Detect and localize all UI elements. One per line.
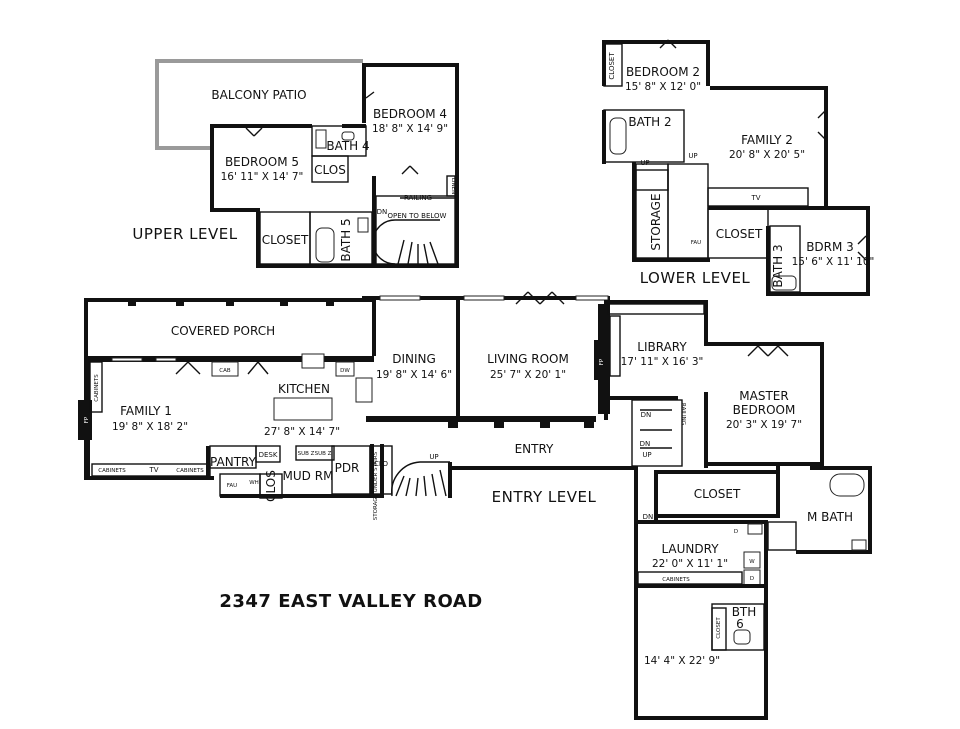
entry-level-title: ENTRY LEVEL: [492, 488, 597, 506]
dryer-label-2: D: [734, 529, 738, 535]
entry-railing-label: RAILING: [680, 403, 686, 425]
lower-fau-label: FAU: [691, 240, 701, 246]
kitchen-dimensions: 27' 8" X 14' 7": [264, 426, 340, 438]
sub-z-label-1: SUB Z: [298, 451, 315, 457]
kitchen-label: KITCHEN: [278, 382, 330, 396]
lower-level-title: LOWER LEVEL: [640, 269, 751, 287]
balcony-patio-label: BALCONY PATIO: [211, 88, 306, 102]
bath-6-number: 6: [736, 617, 744, 631]
clos-label: CLOS: [314, 163, 346, 177]
living-room-label: LIVING ROOM: [487, 352, 569, 366]
entry-label: ENTRY: [515, 442, 554, 456]
bedroom-2-label: BEDROOM 2: [626, 65, 700, 79]
entry-dn-label-2: DN: [640, 440, 651, 448]
bath-2-label: BATH 2: [628, 115, 671, 129]
family-1-dimensions: 19' 8" X 18' 2": [112, 421, 188, 433]
master-label: MASTER: [739, 389, 788, 403]
cabinets-bottom-left-label: CABINETS: [98, 468, 126, 474]
address-title: 2347 EAST VALLEY ROAD: [219, 591, 482, 612]
library-label: LIBRARY: [637, 340, 687, 354]
entry-dn-label-1: DN: [641, 411, 652, 419]
family-fp-label: FP: [84, 416, 90, 423]
family-2-label: FAMILY 2: [741, 133, 793, 147]
bath-5-label: BATH 5: [339, 218, 353, 261]
bedroom-label: BEDROOM: [733, 403, 796, 417]
open-to-below-label: OPEN TO BELOW: [388, 212, 447, 220]
storage-under-stairs-label: STORAGE UNDER STAIRS: [373, 451, 379, 520]
wh-label: WH: [249, 480, 259, 486]
upper-level-plan: [155, 59, 459, 268]
upper-closet-label: CLOSET: [262, 233, 309, 247]
m-bath-label: M BATH: [807, 510, 853, 524]
mud-clos-label: CLOS: [264, 470, 278, 502]
cabinets-side-label: CABINETS: [94, 374, 100, 402]
mud-room-label: MUD RM: [283, 469, 334, 483]
bedroom-5-dimensions: 16' 11" X 14' 7": [221, 171, 304, 183]
bath-6-label: BTH: [732, 605, 757, 619]
lower-up-label-2: UP: [688, 152, 697, 160]
family-tv-label: TV: [148, 466, 158, 474]
family-2-dimensions: 20' 8" X 20' 5": [729, 149, 805, 161]
laundry-dimensions: 22' 0" X 11' 1": [652, 558, 728, 570]
bath-6-closet-label: CLOSET: [716, 617, 722, 639]
dining-label: DINING: [392, 352, 436, 366]
bedroom-4-dimensions: 18' 8" X 14' 9": [372, 123, 448, 135]
bdrm-3-dimensions: 15' 6" X 11' 10": [792, 256, 875, 268]
sub-z-label-2: SUB Z: [315, 451, 332, 457]
garage-dimensions: 14' 4" X 22' 9": [644, 655, 720, 667]
entry-level-plan: [78, 291, 872, 720]
master-bedroom-dimensions: 20' 3" X 19' 7": [726, 419, 802, 431]
clo-label: CLO: [374, 460, 389, 468]
desk-label: DESK: [259, 451, 278, 459]
covered-porch-label: COVERED PORCH: [171, 324, 275, 338]
dw-label: DW: [340, 368, 350, 374]
linen-label: LINEN: [450, 178, 456, 194]
dining-dimensions: 19' 8" X 14' 6": [376, 369, 452, 381]
railing-label: RAILING: [404, 194, 432, 202]
entry-dn-label-3: DN: [643, 513, 654, 521]
library-dimensions: 17' 11" X 16' 3": [621, 356, 704, 368]
living-room-dimensions: 25' 7" X 20' 1": [490, 369, 566, 381]
dryer-label: D: [750, 576, 754, 582]
library-fp-label: FP: [599, 358, 605, 365]
bedroom-2-closet-label: CLOSET: [608, 52, 616, 80]
pdr-label: PDR: [335, 461, 360, 475]
laundry-label: LAUNDRY: [661, 542, 719, 556]
lower-level-plan: [602, 39, 870, 296]
family-1-label: FAMILY 1: [120, 404, 172, 418]
lower-tv-label: TV: [750, 194, 760, 202]
bdrm-3-label: BDRM 3: [806, 240, 854, 254]
lower-closet-label: CLOSET: [716, 227, 763, 241]
upper-dn-label: DN: [377, 208, 388, 216]
entry-up-label-2: UP: [642, 451, 651, 459]
bath-3-label: BATH 3: [771, 244, 785, 287]
master-closet-label: CLOSET: [694, 487, 741, 501]
pantry-label: PANTRY: [210, 455, 257, 469]
entry-up-label: UP: [429, 453, 438, 461]
cab-label: CAB: [219, 368, 231, 374]
upper-level-title: UPPER LEVEL: [132, 225, 237, 243]
bath-4-label: BATH 4: [326, 139, 369, 153]
entry-fau-label: FAU: [227, 483, 237, 489]
washer-label: W: [749, 559, 755, 565]
bedroom-5-label: BEDROOM 5: [225, 155, 299, 169]
laundry-cabinets-label: CABINETS: [662, 577, 690, 583]
lower-up-label-1: UP: [640, 159, 649, 167]
cabinets-bottom-right-label: CABINETS: [176, 468, 204, 474]
bedroom-2-dimensions: 15' 8" X 12' 0": [625, 81, 701, 93]
storage-label: STORAGE: [649, 193, 663, 250]
bedroom-4-label: BEDROOM 4: [373, 107, 447, 121]
